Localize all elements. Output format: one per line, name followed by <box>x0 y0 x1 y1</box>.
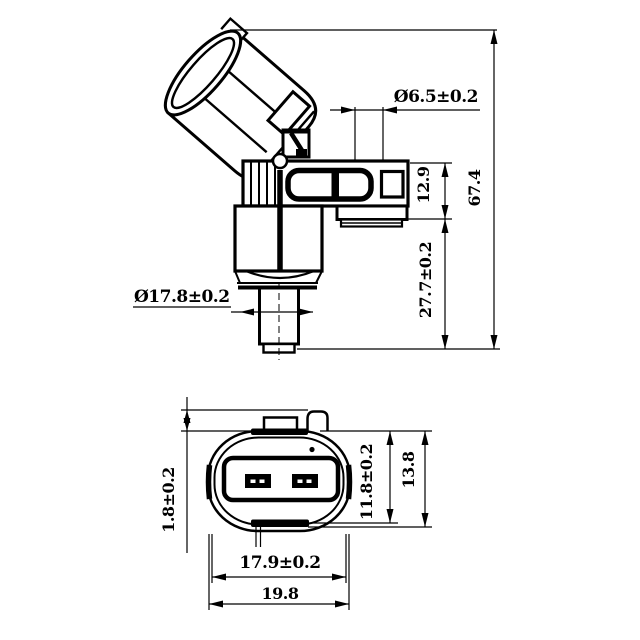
threaded-stud <box>258 282 300 360</box>
arrow <box>441 163 449 177</box>
cylinder-face-outer <box>163 29 243 117</box>
dim-hex-diameter <box>133 306 313 316</box>
arrow <box>209 600 223 608</box>
side-view: Ø6.5±0.2 12.9 27.7±0.2 67.4 <box>133 16 500 360</box>
elbow-clip <box>265 89 312 159</box>
dim-lower-body-height-label: 27.7±0.2 <box>416 242 435 318</box>
dim-hex-diameter-label: Ø17.8±0.2 <box>134 287 230 307</box>
dim-tab-height-label: 1.8±0.2 <box>159 467 178 533</box>
pivot-circle <box>271 152 289 170</box>
arrow <box>332 573 346 581</box>
seal-top <box>251 428 308 435</box>
dim-bracket-height <box>407 162 452 220</box>
dim-socket-height <box>305 430 432 524</box>
arrow <box>386 431 394 445</box>
slot-divider <box>331 172 339 197</box>
dim-face-height-label: 13.8 <box>399 451 418 488</box>
arrow <box>386 509 394 523</box>
arrow <box>490 30 498 44</box>
dim-socket-height-label: 11.8±0.2 <box>357 444 376 520</box>
arrow <box>490 335 498 349</box>
pin-housing <box>221 455 341 503</box>
dim-face-width-label: 17.9±0.2 <box>239 553 320 573</box>
dim-face-height <box>308 431 432 528</box>
arrow <box>299 308 313 316</box>
arrow <box>421 513 429 527</box>
dim-port-diameter <box>330 106 480 161</box>
dim-lower-body-height <box>297 219 500 350</box>
seal-left <box>205 464 213 500</box>
mounting-bracket <box>241 152 410 208</box>
arrow <box>441 335 449 349</box>
index-dot <box>309 446 315 453</box>
arrow <box>441 219 449 233</box>
arrow <box>421 431 429 445</box>
pin-2 <box>292 474 318 488</box>
arrow <box>341 106 355 114</box>
latch-tab <box>306 410 329 431</box>
arrow <box>335 600 349 608</box>
seal-right <box>345 464 353 500</box>
dim-overall-width-label: 19.8 <box>262 584 299 603</box>
dim-overall-width <box>208 534 350 610</box>
dim-tab-height <box>181 397 308 553</box>
arrow <box>441 205 449 219</box>
dim-port-diameter-label: Ø6.5±0.2 <box>394 87 478 107</box>
seal-bottom <box>251 519 309 527</box>
dim-overall-height-label: 67.4 <box>465 169 484 206</box>
bracket-slot <box>285 167 374 202</box>
arrow <box>383 106 397 114</box>
connector-face-view: 1.8±0.2 11.8±0.2 13.8 17.9±0.2 <box>159 397 432 610</box>
bracket-step <box>335 204 409 228</box>
bracket-square-hole <box>379 169 405 199</box>
cylinder-connector <box>163 16 318 181</box>
dim-bracket-height-label: 12.9 <box>414 166 433 203</box>
arrow <box>212 573 226 581</box>
dim-overall-height <box>230 29 498 349</box>
pin-1 <box>245 474 271 488</box>
dim-face-width <box>211 534 347 583</box>
cylinder-face-inner <box>170 36 236 110</box>
arrow <box>183 418 191 431</box>
hex-chamfer-arc <box>245 269 315 280</box>
arrow <box>240 308 254 316</box>
